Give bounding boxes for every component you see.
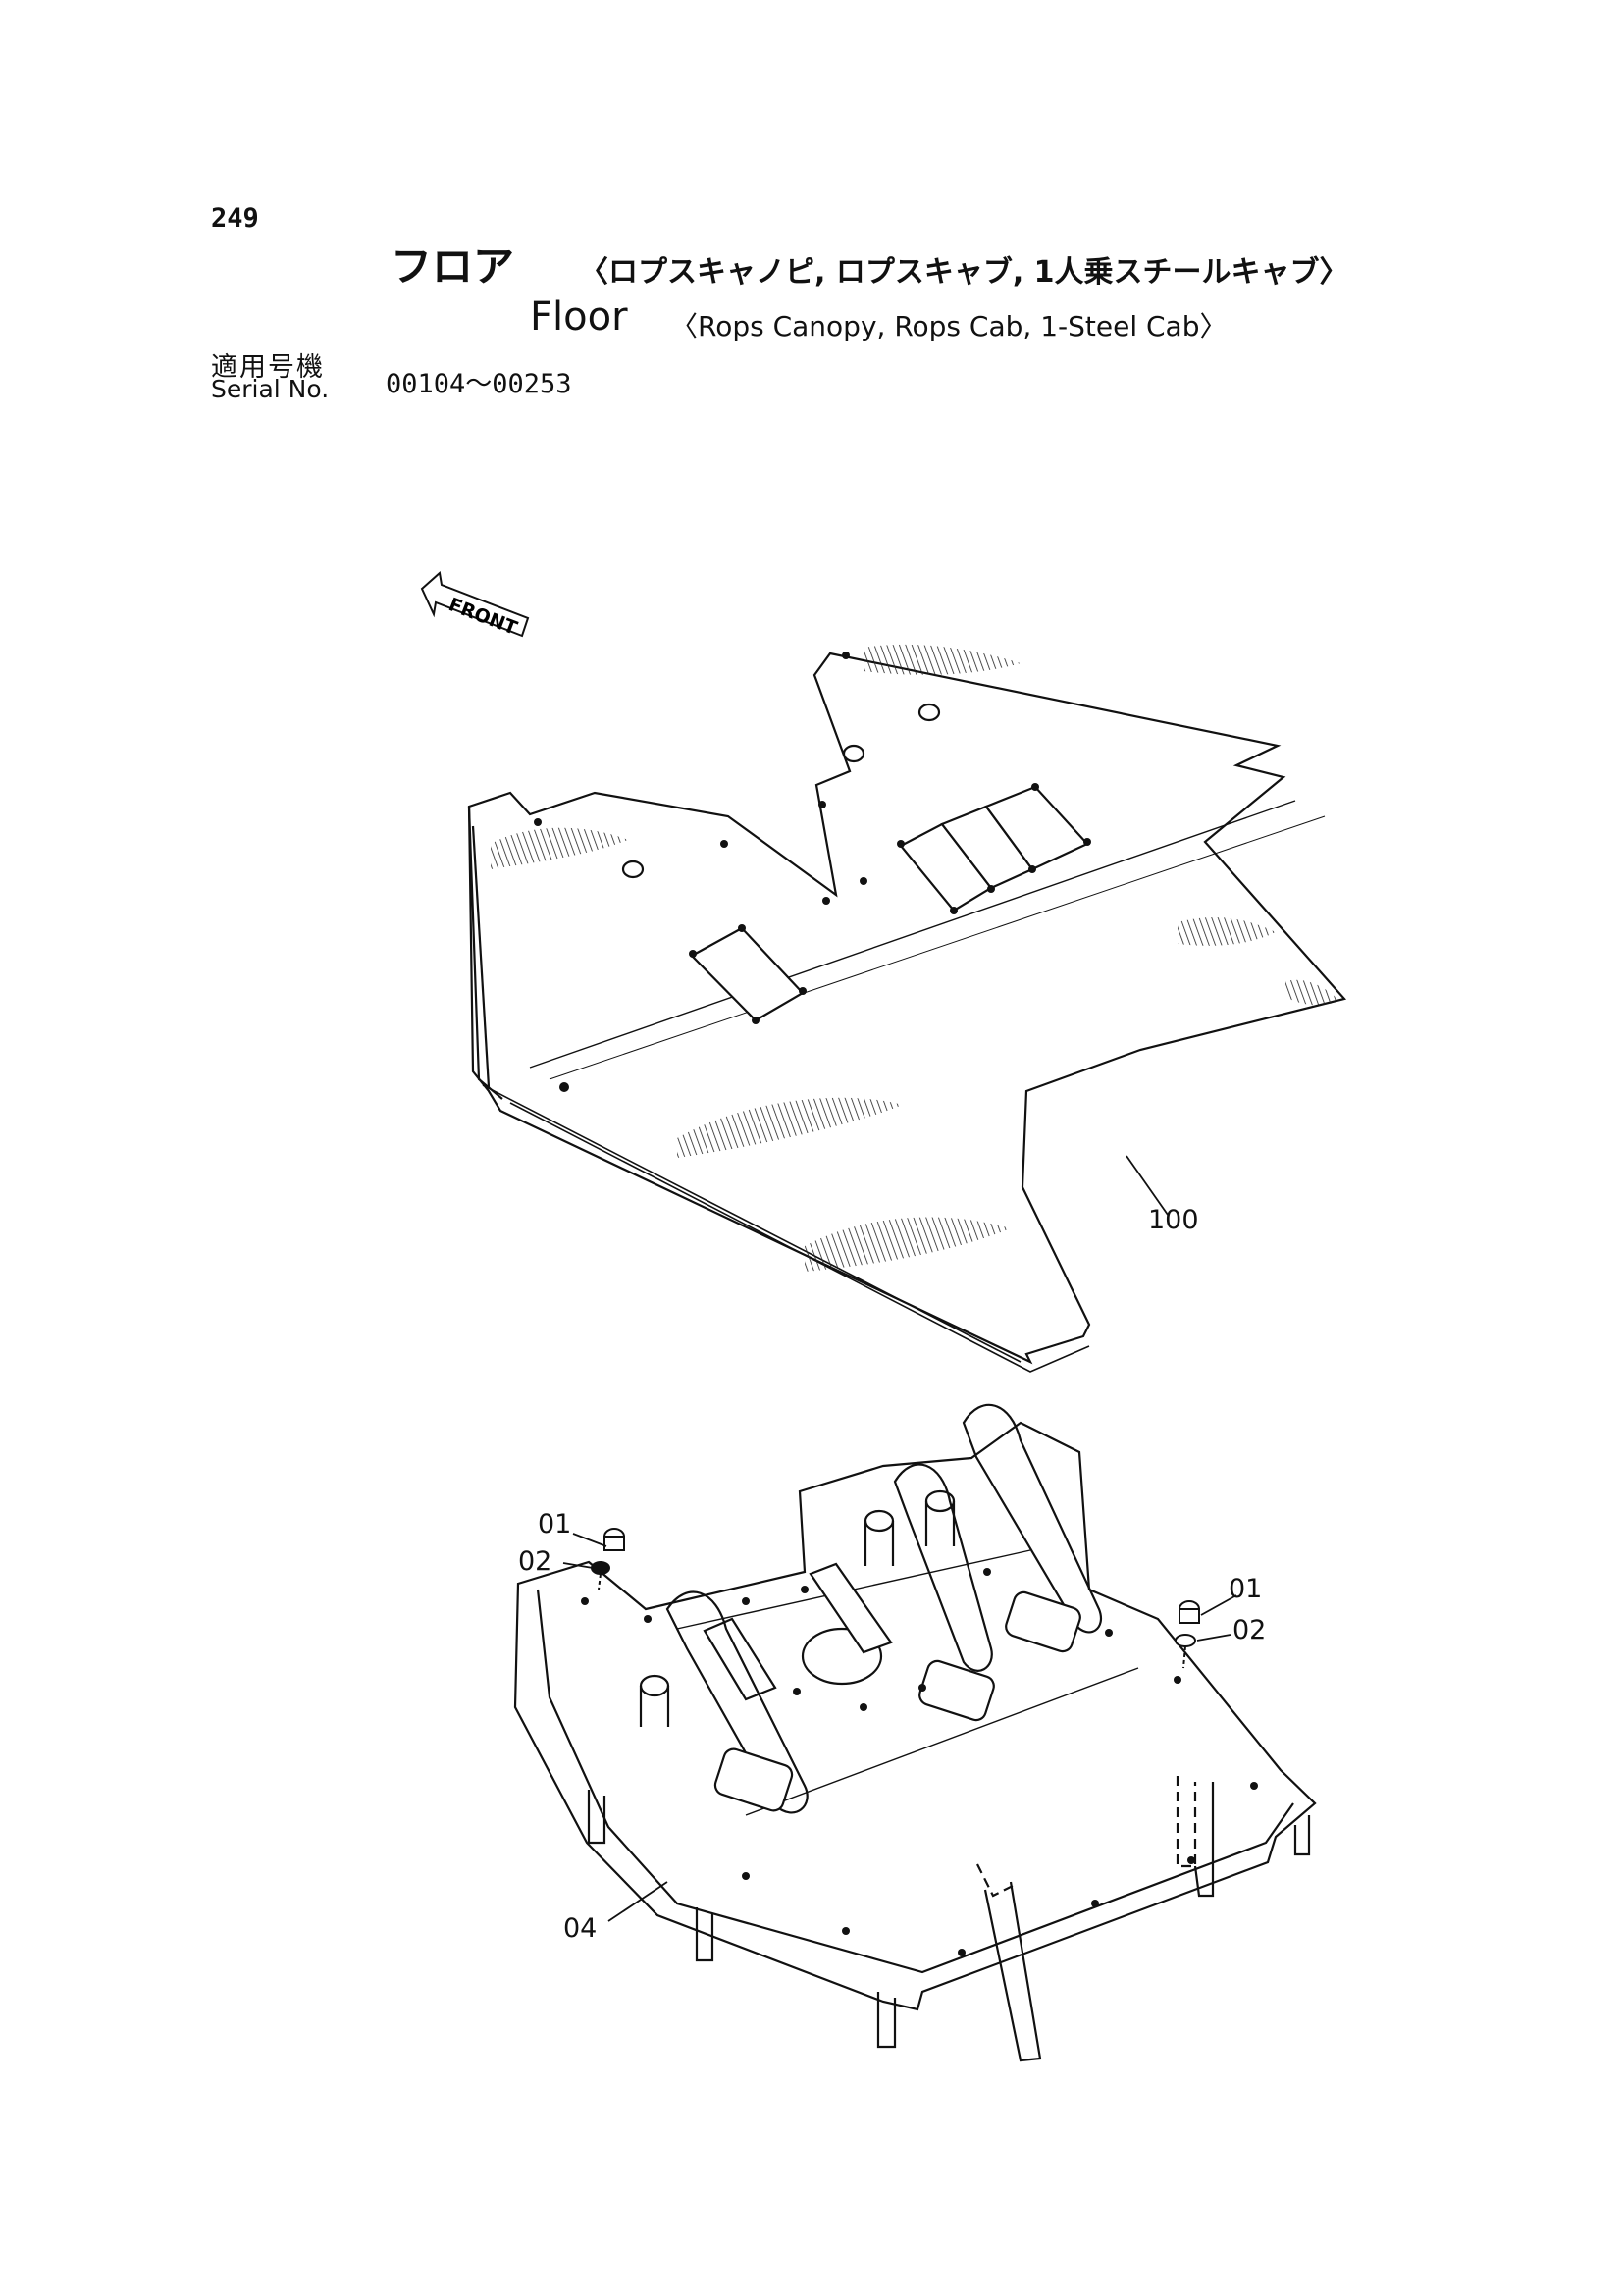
front-arrow-icon: FRONT [420, 571, 530, 640]
callout-washer-left: 02 [518, 1546, 552, 1577]
serial-range: 00104〜00253 [386, 369, 572, 399]
floor-plate-assembly [513, 1403, 1317, 2062]
page-number: 249 [211, 203, 259, 234]
callout-bolt-left: 01 [538, 1509, 572, 1539]
title-ja-sub: 〈ロプスキャノピ, ロプスキャブ, 1人乗スチールキャブ〉 [579, 255, 1349, 289]
callout-floor-mat: 100 [1148, 1205, 1199, 1235]
leader-lines [562, 1155, 1237, 1922]
callout-floor-plate: 04 [563, 1913, 598, 1944]
callout-bolt-right: 01 [1229, 1574, 1263, 1604]
floor-mat [467, 652, 1347, 1373]
title-en-sub: 〈Rops Canopy, Rops Cab, 1-Steel Cab〉 [670, 310, 1228, 342]
floor-mat-shading [491, 644, 1339, 1272]
serial-label-ja: 適用号機 [211, 352, 325, 383]
washer-left-icon [591, 1561, 610, 1575]
callout-washer-right: 02 [1232, 1615, 1267, 1645]
washer-right-icon [1175, 1634, 1196, 1647]
title-ja-main: フロア [391, 242, 515, 290]
bolt-right-icon [1179, 1600, 1200, 1624]
bolt-left-icon [603, 1528, 625, 1551]
title-en-main: Floor [530, 294, 628, 339]
serial-label-en: Serial No. [211, 375, 330, 403]
